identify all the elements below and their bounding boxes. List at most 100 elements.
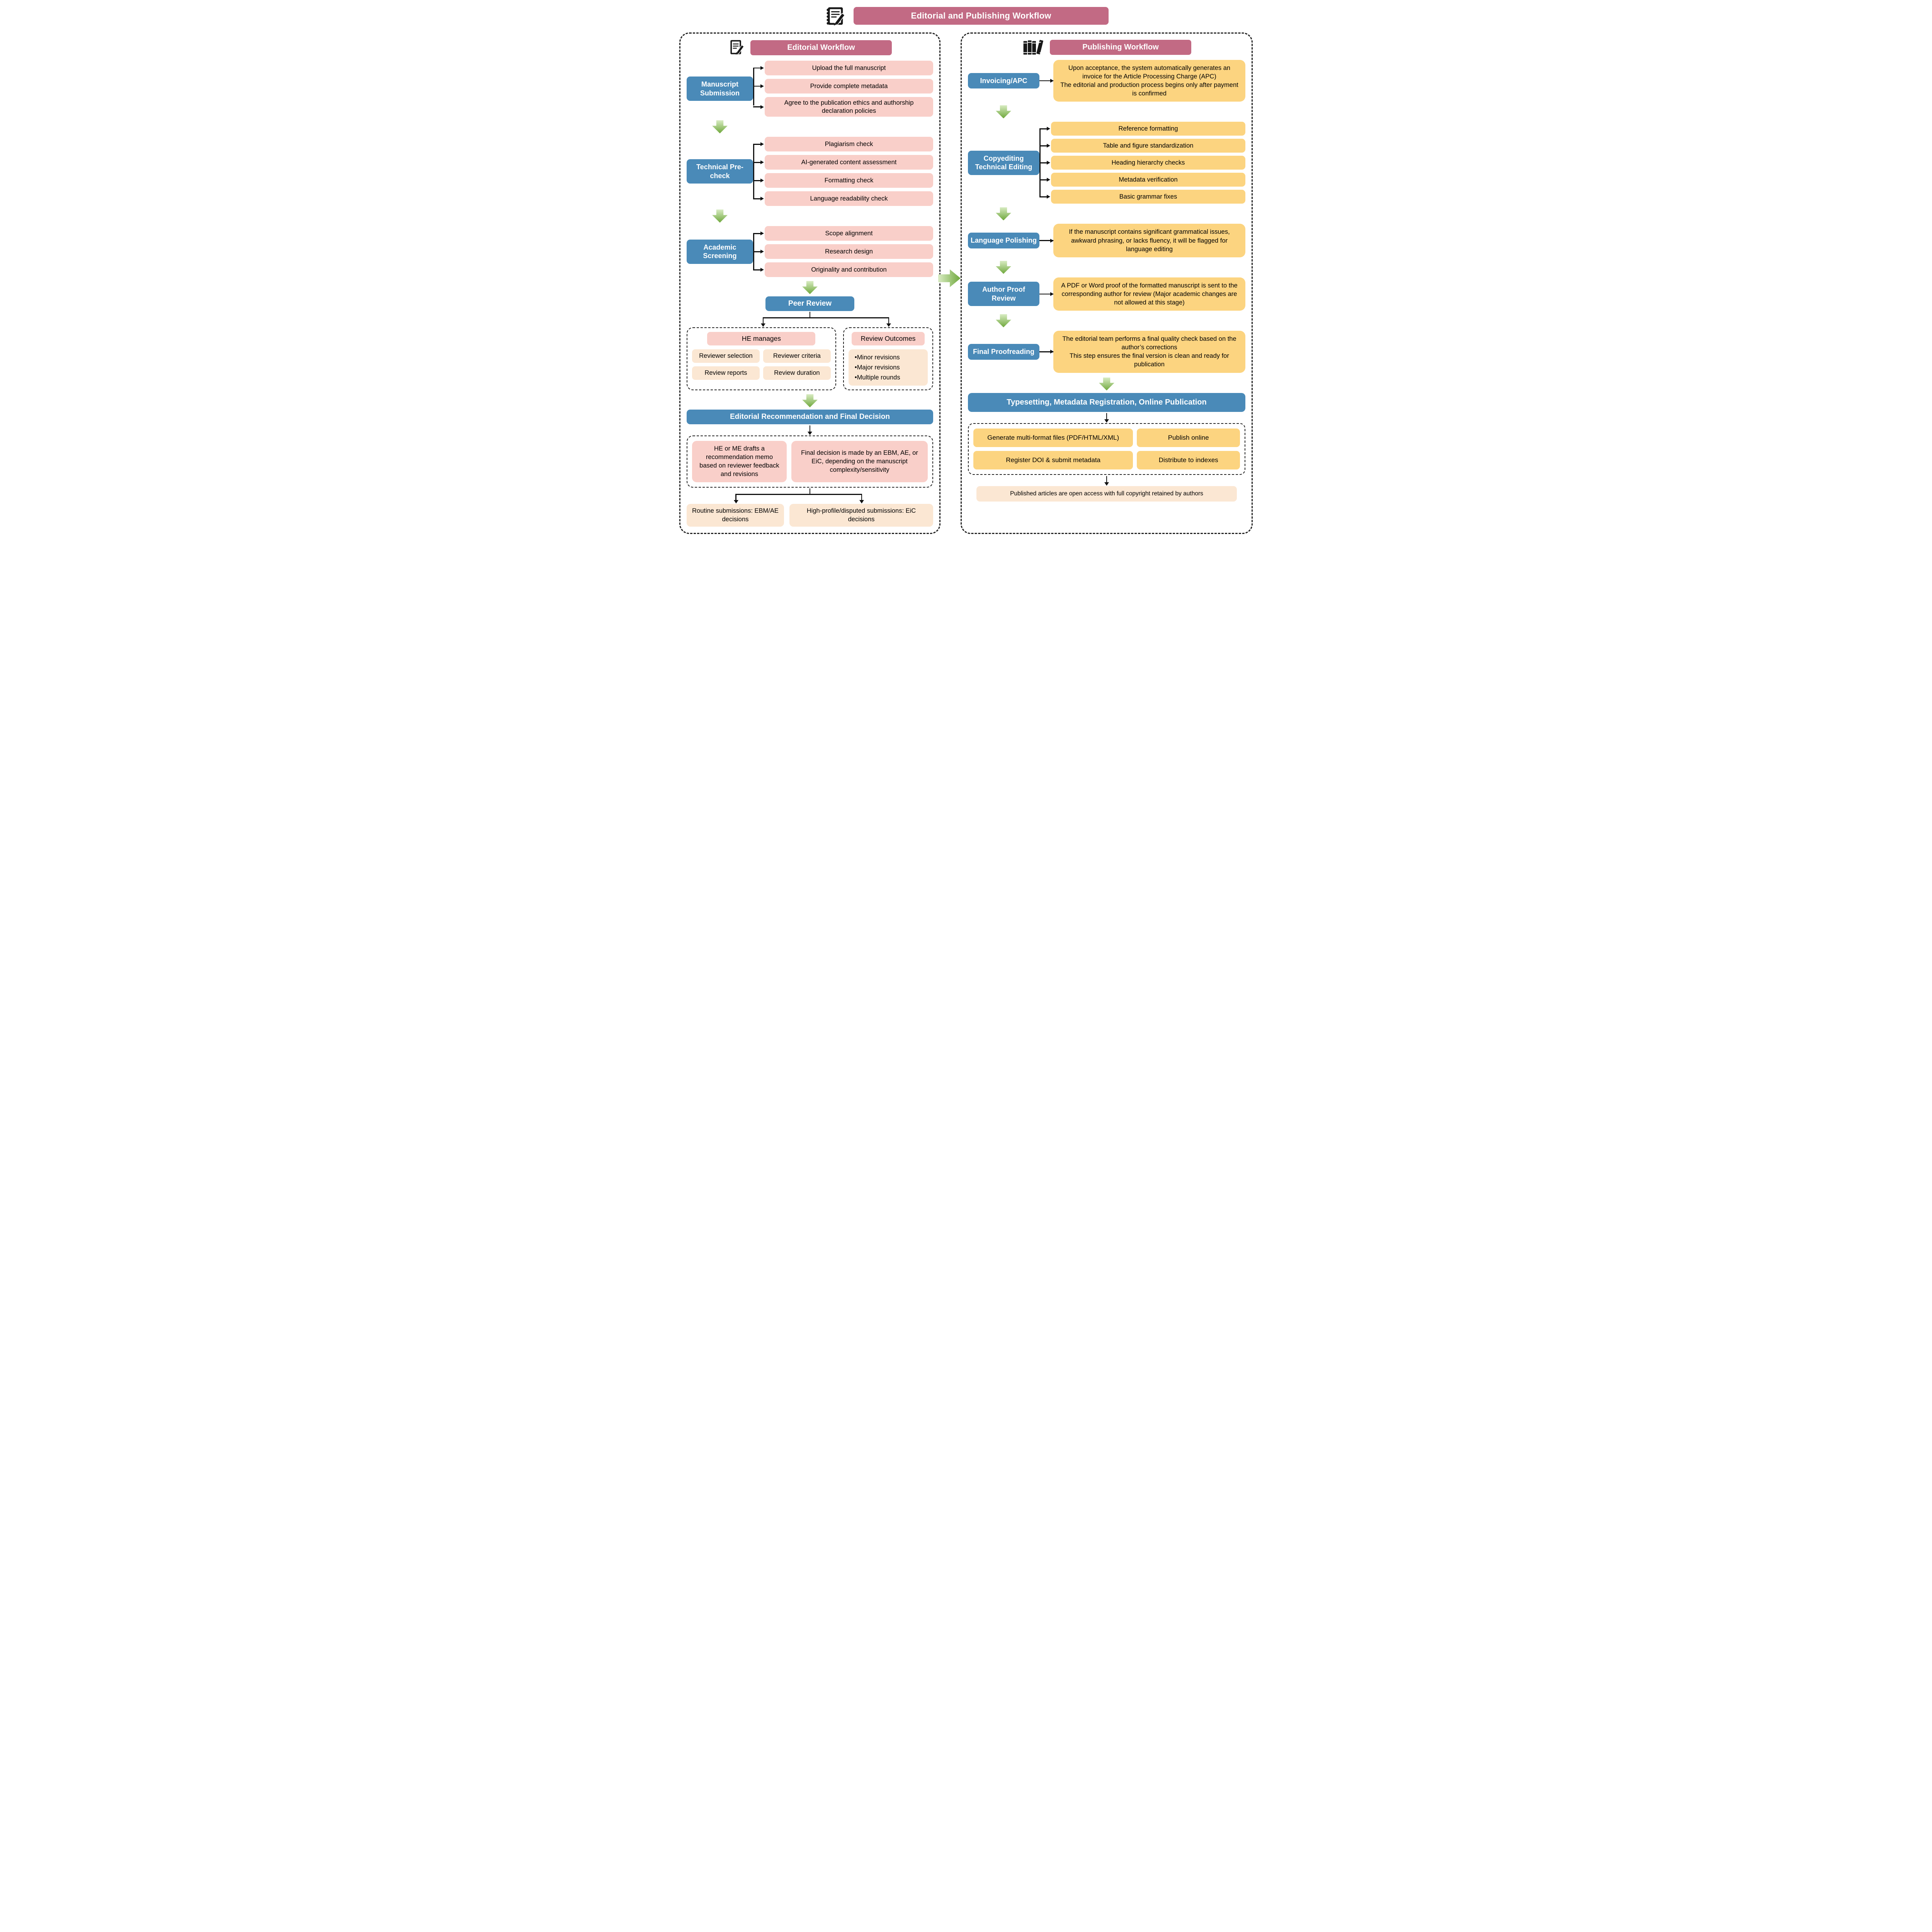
- he-manages-item: Review reports: [692, 366, 760, 380]
- decision-branch-connector: [687, 488, 933, 504]
- review-outcome-item: Multiple rounds: [855, 372, 924, 383]
- editorial-panel-title: Editorial Workflow: [750, 40, 892, 55]
- review-outcome-item: Major revisions: [855, 362, 924, 372]
- down-arrow: [712, 120, 728, 134]
- stage-items: Reference formatting Table and figure st…: [1039, 122, 1245, 204]
- he-manages-header: HE manages: [707, 332, 816, 346]
- down-connector: [1106, 413, 1107, 419]
- final-proofreading-line: This step ensures the final version is c…: [1070, 352, 1229, 368]
- down-connector: [1106, 476, 1107, 482]
- peer-review-section: Peer Review: [687, 296, 933, 311]
- notepad-pencil-icon: [823, 5, 847, 26]
- stage-items: Plagiarism check AI-generated content as…: [753, 137, 933, 206]
- down-arrow: [712, 209, 728, 223]
- recommendation-banner: Editorial Recommendation and Final Decis…: [687, 410, 933, 425]
- stage-language-polishing: Language Polishing If the manuscript con…: [968, 224, 1245, 257]
- peer-review-branch-connector: [687, 312, 933, 327]
- he-manages-item: Review duration: [763, 366, 831, 380]
- right-connector: [1039, 351, 1053, 352]
- invoicing-note: Upon acceptance, the system automaticall…: [1053, 60, 1245, 102]
- invoicing-note-line: The editorial and production process beg…: [1060, 82, 1238, 97]
- step-item: Upload the full manuscript: [753, 61, 933, 75]
- document-pencil-icon: [728, 39, 745, 56]
- publishing-panel-header: Publishing Workflow: [968, 39, 1245, 55]
- publication-outputs-box: Generate multi-format files (PDF/HTML/XM…: [968, 423, 1245, 475]
- output-item: Distribute to indexes: [1137, 451, 1240, 469]
- he-manages-box: HE manages Reviewer selection Reviewer c…: [687, 327, 836, 391]
- down-arrow: [802, 394, 818, 408]
- final-proofreading-line: The editorial team performs a final qual…: [1062, 335, 1236, 351]
- page-title: Editorial and Publishing Workflow: [854, 7, 1109, 25]
- step-item: Originality and contribution: [753, 262, 933, 277]
- stage-label-author-proof-review: Author Proof Review: [968, 282, 1039, 306]
- he-manages-grid: Reviewer selection Reviewer criteria Rev…: [692, 349, 831, 380]
- recommendation-memo-card: HE or ME drafts a recommendation memo ba…: [692, 441, 787, 483]
- he-manages-item: Reviewer selection: [692, 349, 760, 363]
- final-proofreading-note: The editorial team performs a final qual…: [1053, 331, 1245, 373]
- open-access-footer: Published articles are open access with …: [976, 486, 1237, 502]
- down-arrow: [996, 207, 1011, 221]
- peer-review-detail-row: HE manages Reviewer selection Reviewer c…: [687, 327, 933, 391]
- step-item: Formatting check: [753, 173, 933, 188]
- right-connector: [1039, 240, 1053, 241]
- step-item: Scope alignment: [753, 226, 933, 241]
- flow-right-arrow: [938, 269, 961, 287]
- publishing-panel: Publishing Workflow Invoicing/APC Upon a…: [961, 32, 1253, 534]
- disputed-submissions-card: High-profile/disputed submissions: EiC d…: [789, 504, 933, 527]
- down-arrow: [1099, 377, 1114, 391]
- stage-technical-precheck: Technical Pre-check Plagiarism check AI-…: [687, 137, 933, 206]
- step-item: AI-generated content assessment: [753, 155, 933, 170]
- stage-items: Upload the full manuscript Provide compl…: [753, 61, 933, 117]
- stage-label-manuscript-submission: Manuscript Submission: [687, 77, 753, 101]
- step-item: Research design: [753, 244, 933, 259]
- stage-label-academic-screening: Academic Screening: [687, 239, 753, 264]
- final-decision-card: Final decision is made by an EBM, AE, or…: [791, 441, 928, 483]
- stage-academic-screening: Academic Screening Scope alignment Resea…: [687, 226, 933, 277]
- output-item: Generate multi-format files (PDF/HTML/XM…: [973, 428, 1133, 447]
- connector-bracket: [753, 61, 765, 117]
- stage-manuscript-submission: Manuscript Submission Upload the full ma…: [687, 61, 933, 117]
- review-outcomes-box: Review Outcomes Minor revisions Major re…: [843, 327, 933, 391]
- workflow-diagram: Editorial and Publishing Workflow: [676, 0, 1256, 543]
- books-icon: [1022, 39, 1044, 55]
- step-item: Plagiarism check: [753, 137, 933, 152]
- stage-label-final-proofreading: Final Proofreading: [968, 344, 1039, 360]
- stage-copyediting: Copyediting Technical Editing Reference …: [968, 122, 1245, 204]
- down-arrow: [996, 314, 1011, 328]
- language-polishing-note: If the manuscript contains significant g…: [1053, 224, 1245, 257]
- step-item: Reference formatting: [1039, 122, 1245, 136]
- stage-label-copyediting: Copyediting Technical Editing: [968, 150, 1039, 175]
- editorial-panel-header: Editorial Workflow: [687, 39, 933, 56]
- stage-label-technical-precheck: Technical Pre-check: [687, 159, 753, 184]
- step-item: Table and figure standardization: [1039, 139, 1245, 153]
- stage-final-proofreading: Final Proofreading The editorial team pe…: [968, 331, 1245, 373]
- stage-label-language-polishing: Language Polishing: [968, 233, 1039, 248]
- connector-bracket: [753, 137, 765, 206]
- down-arrow: [996, 260, 1011, 274]
- publishing-panel-title: Publishing Workflow: [1050, 39, 1191, 55]
- routine-submissions-card: Routine submissions: EBM/AE decisions: [687, 504, 784, 527]
- stage-author-proof-review: Author Proof Review A PDF or Word proof …: [968, 277, 1245, 311]
- peer-review-node: Peer Review: [765, 296, 854, 311]
- stage-items: Scope alignment Research design Original…: [753, 226, 933, 277]
- step-item: Basic grammar fixes: [1039, 190, 1245, 204]
- he-manages-item: Reviewer criteria: [763, 349, 831, 363]
- step-item: Provide complete metadata: [753, 79, 933, 94]
- stage-label-invoicing-apc: Invoicing/APC: [968, 73, 1039, 89]
- typesetting-banner: Typesetting, Metadata Registration, Onli…: [968, 393, 1245, 412]
- decision-outcomes-row: Routine submissions: EBM/AE decisions Hi…: [687, 504, 933, 527]
- down-arrow: [802, 281, 818, 294]
- editorial-panel: Editorial Workflow Manuscript Submission…: [679, 32, 940, 534]
- final-decision-box: HE or ME drafts a recommendation memo ba…: [687, 435, 933, 488]
- right-connector: [1039, 80, 1053, 82]
- stage-invoicing-apc: Invoicing/APC Upon acceptance, the syste…: [968, 60, 1245, 102]
- workflow-panels: Editorial Workflow Manuscript Submission…: [679, 32, 1253, 534]
- diagram-title-row: Editorial and Publishing Workflow: [679, 5, 1253, 26]
- down-connector: [809, 425, 811, 432]
- output-item: Publish online: [1137, 428, 1240, 447]
- right-connector: [1039, 293, 1053, 295]
- review-outcomes-header: Review Outcomes: [852, 332, 925, 346]
- review-outcomes-list: Minor revisions Major revisions Multiple…: [848, 349, 928, 386]
- author-proof-note: A PDF or Word proof of the formatted man…: [1053, 277, 1245, 311]
- down-arrow: [996, 105, 1011, 119]
